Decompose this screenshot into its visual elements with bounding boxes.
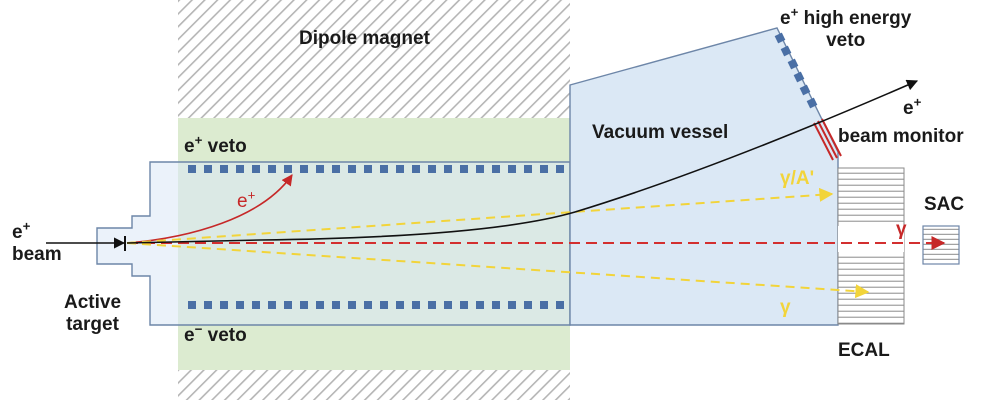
veto-block <box>524 165 532 173</box>
veto-block <box>316 301 324 309</box>
beam-text: beam <box>12 243 62 265</box>
label-gamma-beam: γ <box>896 219 907 240</box>
veto-block <box>396 301 404 309</box>
veto-block <box>204 301 212 309</box>
veto-block <box>780 45 792 57</box>
electron-veto-blocks <box>188 301 564 309</box>
label-gamma-lower: γ <box>780 297 791 318</box>
e-symbol: e <box>12 222 23 243</box>
veto-block <box>508 165 516 173</box>
veto-block <box>396 165 404 173</box>
minus-sign: − <box>194 321 203 337</box>
veto-block <box>380 301 388 309</box>
veto-block <box>220 165 228 173</box>
label-electron-veto: e− veto <box>184 321 247 347</box>
veto-block <box>524 301 532 309</box>
veto-block <box>204 165 212 173</box>
label-active-target: Active target <box>64 292 121 336</box>
veto-block <box>556 165 564 173</box>
veto-block <box>444 165 452 173</box>
veto-block <box>428 165 436 173</box>
veto-block <box>236 165 244 173</box>
veto-block <box>556 301 564 309</box>
sac-calorimeter <box>922 225 960 265</box>
veto-block <box>444 301 452 309</box>
veto-block <box>799 84 811 96</box>
label-sac: SAC <box>924 194 965 215</box>
veto-block <box>412 301 420 309</box>
veto-block <box>348 301 356 309</box>
veto-block <box>460 301 468 309</box>
veto-block <box>284 301 292 309</box>
label-ecal: ECAL <box>838 340 890 361</box>
ecal-central-hole <box>838 226 904 252</box>
veto-block <box>220 301 228 309</box>
veto-block <box>188 301 196 309</box>
veto-block <box>412 165 420 173</box>
veto-block <box>793 71 805 83</box>
veto-block <box>364 301 372 309</box>
label-high-energy-veto: e+ high energy veto <box>780 4 912 52</box>
label-vacuum-vessel: Vacuum vessel <box>592 122 729 143</box>
veto-block <box>492 165 500 173</box>
veto-block <box>428 301 436 309</box>
veto-block <box>787 58 799 70</box>
veto-block <box>284 165 292 173</box>
veto-block <box>476 301 484 309</box>
veto-block <box>300 165 308 173</box>
e-symbol: e <box>903 98 914 119</box>
e-symbol: e <box>184 136 195 157</box>
high-energy-text: high energy <box>803 8 912 29</box>
veto-block <box>476 165 484 173</box>
label-beam-monitor: beam monitor <box>838 126 964 147</box>
veto-block <box>268 301 276 309</box>
positron-main-track <box>126 79 919 244</box>
veto-block <box>348 165 356 173</box>
plus-sign: + <box>22 218 31 234</box>
label-incoming-beam: e+ beam <box>12 218 62 266</box>
veto-block <box>380 165 388 173</box>
label-deflected-positron: e+ <box>237 187 256 213</box>
veto-block <box>268 165 276 173</box>
plus-sign: + <box>790 4 799 20</box>
veto-block <box>540 165 548 173</box>
veto-block <box>236 301 244 309</box>
plus-sign: + <box>247 187 256 203</box>
e-symbol: e <box>184 325 195 346</box>
high-energy-veto-blocks <box>774 32 818 109</box>
plus-sign: + <box>913 94 922 110</box>
veto-text: veto <box>826 29 866 51</box>
veto-block <box>332 301 340 309</box>
veto-block <box>252 301 260 309</box>
veto-block <box>774 32 786 44</box>
veto-block <box>460 165 468 173</box>
label-outgoing-positron: e+ <box>903 94 922 120</box>
label-gamma-a-prime: γ/A' <box>780 168 815 189</box>
plus-sign: + <box>194 132 203 148</box>
e-symbol: e <box>237 191 248 212</box>
veto-block <box>540 301 548 309</box>
label-dipole-magnet: Dipole magnet <box>299 28 430 49</box>
beam-monitor <box>813 118 842 161</box>
target-text: target <box>66 313 119 335</box>
veto-block <box>806 97 818 109</box>
photon-track-lower <box>126 242 870 299</box>
veto-block <box>316 165 324 173</box>
veto-block <box>252 165 260 173</box>
veto-block <box>492 301 500 309</box>
veto-text: veto <box>207 325 247 346</box>
veto-text: veto <box>207 136 247 157</box>
veto-block <box>364 165 372 173</box>
veto-block <box>508 301 516 309</box>
veto-block <box>300 301 308 309</box>
label-positron-veto: e+ veto <box>184 132 247 158</box>
positron-veto-blocks <box>188 165 564 173</box>
active-text: Active <box>64 292 122 313</box>
veto-block <box>332 165 340 173</box>
photon-track-upper <box>126 187 834 244</box>
veto-block <box>188 165 196 173</box>
e-symbol: e <box>780 8 791 29</box>
